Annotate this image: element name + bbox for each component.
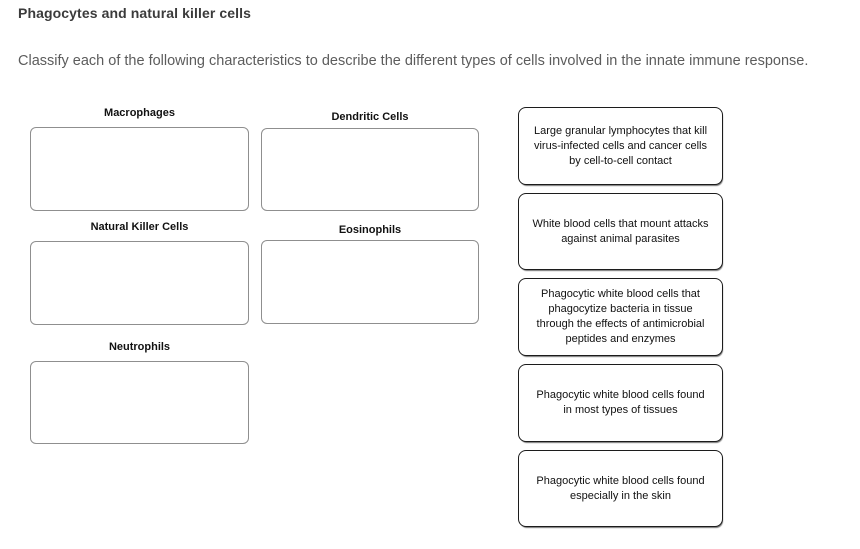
characteristic-card[interactable]: Phagocytic white blood cells that phagoc…: [518, 278, 723, 356]
characteristic-card[interactable]: Phagocytic white blood cells found in mo…: [518, 364, 723, 442]
characteristic-card[interactable]: Phagocytic white blood cells found espec…: [518, 450, 723, 527]
zone-eosinophils-label: Eosinophils: [338, 224, 402, 236]
characteristic-card-text: Phagocytic white blood cells found espec…: [536, 474, 705, 502]
characteristic-card-text: Phagocytic white blood cells found in mo…: [536, 389, 705, 416]
zone-eosinophils: Eosinophils: [261, 224, 479, 324]
zone-macrophages-dropzone[interactable]: [30, 127, 249, 211]
characteristic-card-text: Large granular lymphocytes that kill vir…: [533, 124, 708, 167]
zone-macrophages: Macrophages: [30, 107, 249, 211]
characteristic-card[interactable]: White blood cells that mount attacks aga…: [518, 193, 723, 270]
zone-macrophages-label: Macrophages: [104, 107, 175, 119]
zone-natural-killer-cells-dropzone[interactable]: [30, 241, 249, 325]
zone-neutrophils: Neutrophils: [30, 341, 249, 444]
zone-neutrophils-label: Neutrophils: [108, 341, 171, 353]
zone-dendritic-cells-label: Dendritic Cells: [331, 111, 409, 123]
characteristic-card[interactable]: Large granular lymphocytes that kill vir…: [518, 107, 723, 185]
zone-natural-killer-cells-label: Natural Killer Cells: [90, 221, 189, 233]
instructions-text: Classify each of the following character…: [18, 53, 809, 69]
page-title: Phagocytes and natural killer cells: [18, 5, 252, 21]
zone-neutrophils-dropzone[interactable]: [30, 361, 249, 444]
characteristic-card-text: Phagocytic white blood cells that phagoc…: [536, 288, 705, 345]
characteristic-card-text: White blood cells that mount attacks aga…: [532, 217, 709, 245]
zone-dendritic-cells: Dendritic Cells: [261, 111, 479, 211]
zone-eosinophils-dropzone[interactable]: [261, 240, 479, 324]
zone-natural-killer-cells: Natural Killer Cells: [30, 221, 249, 325]
zone-dendritic-cells-dropzone[interactable]: [261, 128, 479, 211]
